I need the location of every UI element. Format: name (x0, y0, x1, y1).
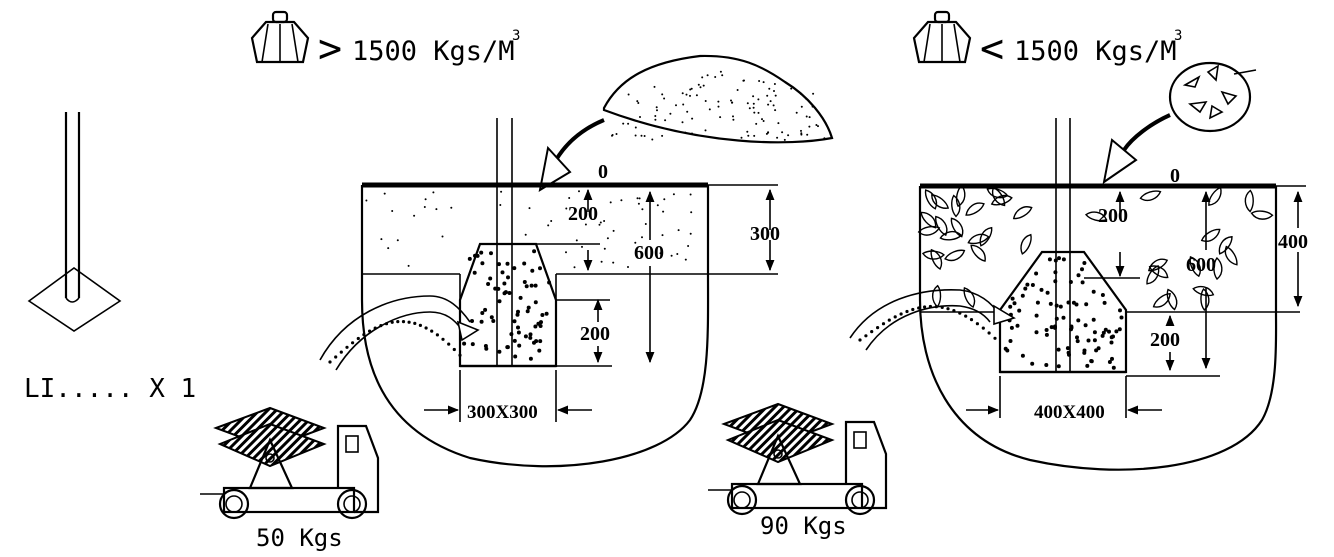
ground-level-label: 0 (598, 161, 608, 183)
truck-weight-label: 90 Kgs (760, 512, 847, 540)
ground-level-label: 0 (1170, 165, 1180, 187)
pole-with-base-plate (27, 112, 122, 332)
dim-layer-depth: 400 (1278, 231, 1308, 253)
pole-label: LI..... X 1 (24, 374, 196, 404)
sand-arrow (554, 118, 605, 162)
truck-weight-label: 50 Kgs (256, 524, 343, 552)
concrete-pour-stream (319, 295, 480, 371)
density-comparison-symbol: < (980, 26, 1004, 72)
dim-base-depth: 200 (580, 323, 610, 345)
dim-base-depth: 200 (1150, 329, 1180, 351)
footing-size: 400X400 (1034, 402, 1105, 423)
truck-icon (708, 402, 888, 516)
excavation-pit (360, 185, 710, 468)
dim-top-depth: 200 (568, 203, 598, 225)
footing-size: 300X300 (467, 402, 538, 423)
stone-arrow (1122, 113, 1171, 152)
sand-pile-icon (602, 54, 834, 144)
truck-icon (200, 406, 380, 520)
excavation-pit (918, 186, 1278, 471)
density-value: 1500 Kgs/M (352, 36, 515, 67)
dim-top-depth: 200 (1098, 205, 1128, 227)
dim-layer-depth: 300 (750, 223, 780, 245)
density-value: 1500 Kgs/M (1014, 36, 1177, 67)
density-exponent: 3 (512, 28, 520, 44)
concrete-footing (458, 242, 558, 368)
dim-total-depth: 600 (1186, 254, 1216, 276)
weight-icon (912, 10, 972, 64)
stone-arrowhead (1102, 138, 1138, 185)
crushed-stone-icon (1168, 61, 1257, 133)
weight-icon (250, 10, 310, 64)
density-comparison-symbol: > (318, 26, 342, 72)
concrete-footing (998, 250, 1128, 374)
concrete-pour-stream (849, 288, 1016, 351)
dim-total-depth: 600 (634, 242, 664, 264)
sand-arrowhead (538, 145, 572, 193)
density-exponent: 3 (1174, 28, 1182, 44)
backfill-soil (365, 190, 693, 269)
